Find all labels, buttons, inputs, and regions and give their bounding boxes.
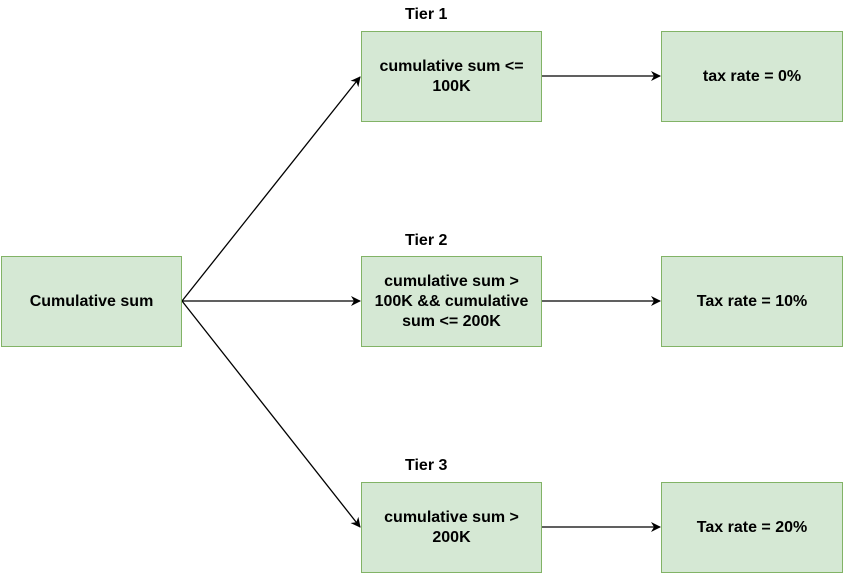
- tier-3-condition-node: cumulative sum > 200K: [361, 482, 542, 573]
- tier-2-condition-text: cumulative sum > 100K && cumulative sum …: [374, 272, 529, 330]
- tier-1-condition-node: cumulative sum <= 100K: [361, 31, 542, 122]
- source-node: Cumulative sum: [1, 256, 182, 347]
- tier-2-result-text: Tax rate = 10%: [696, 292, 808, 310]
- tier-3-title: Tier 3: [405, 457, 448, 474]
- tier-1-result-text: tax rate = 0%: [702, 67, 802, 85]
- tier-2-condition-node: cumulative sum > 100K && cumulative sum …: [361, 256, 542, 347]
- tier-1-title: Tier 1: [405, 6, 448, 23]
- tier-2-title: Tier 2: [405, 232, 448, 249]
- tier-1-condition-text: cumulative sum <= 100K: [379, 57, 524, 95]
- tier-3-result-node: Tax rate = 20%: [661, 482, 843, 573]
- source-node-label: Cumulative sum: [29, 292, 154, 310]
- edge-source-to-tier1: [181, 76, 361, 302]
- tier-2-result-node: Tax rate = 10%: [661, 256, 843, 347]
- tier-3-condition-text: cumulative sum > 200K: [384, 508, 519, 546]
- tier-1-result-node: tax rate = 0%: [661, 31, 843, 122]
- edge-source-to-tier3: [181, 300, 361, 528]
- tier-3-result-text: Tax rate = 20%: [696, 518, 808, 536]
